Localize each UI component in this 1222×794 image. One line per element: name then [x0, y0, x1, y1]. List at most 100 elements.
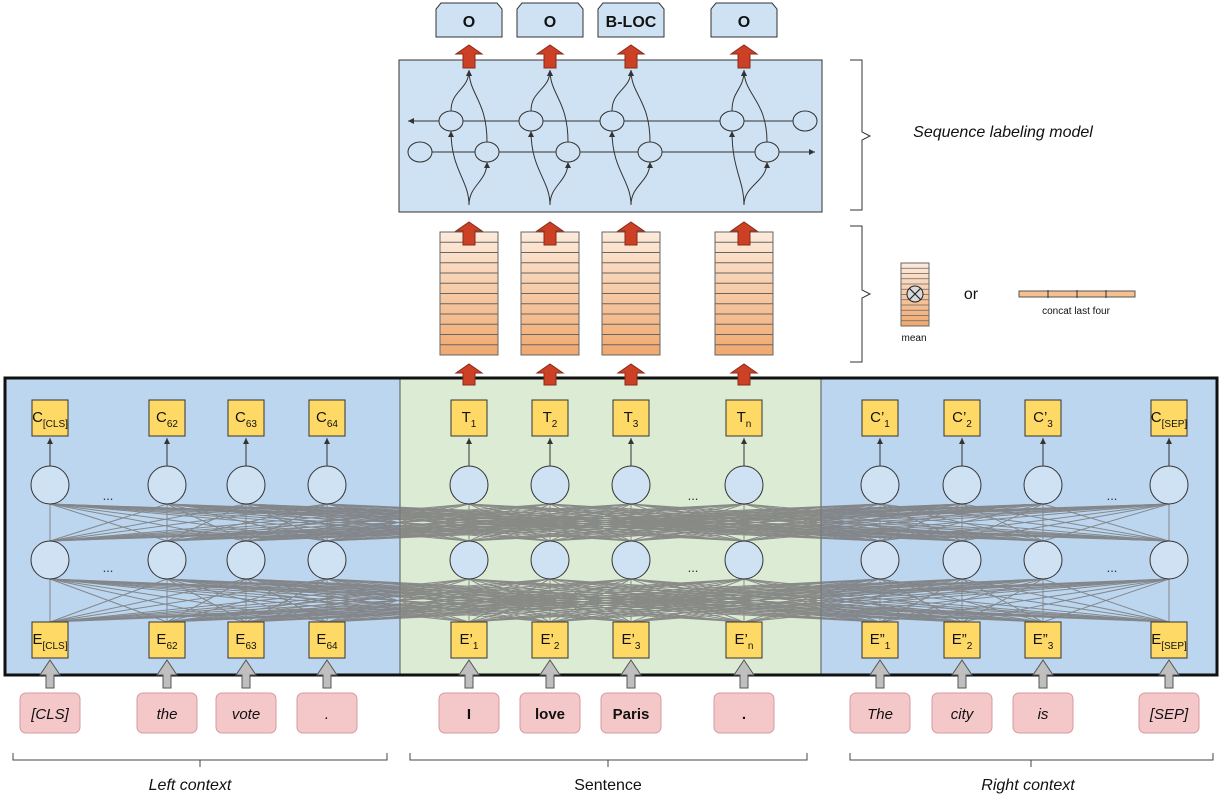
word-box: vote — [215, 692, 277, 734]
lstm-backward-node — [599, 110, 625, 132]
svg-text:C63: C63 — [235, 409, 257, 430]
svg-text:E64: E64 — [316, 631, 338, 652]
word-text: I — [467, 706, 471, 723]
svg-text:E”3: E”3 — [1033, 631, 1054, 652]
word-box: The — [849, 692, 911, 734]
top-token-box: C’2 — [943, 399, 981, 437]
word-box: I — [438, 692, 500, 734]
input-arrow — [1158, 659, 1180, 689]
lower-transformer-node — [942, 540, 982, 580]
embedding-brace — [850, 225, 872, 363]
lstm-forward-node — [754, 141, 780, 163]
bottom-token-box: E”2 — [943, 621, 981, 659]
upper-transformer-node — [724, 465, 764, 505]
svg-text:C[CLS]: C[CLS] — [32, 409, 68, 430]
svg-text:E”1: E”1 — [870, 631, 891, 652]
svg-text:E’2: E’2 — [541, 631, 560, 652]
lower-transformer-node — [611, 540, 651, 580]
upper-transformer-node — [449, 465, 489, 505]
input-arrow — [458, 659, 480, 689]
upper-transformer-node — [1023, 465, 1063, 505]
word-text: love — [535, 706, 565, 723]
top-token-box: T2 — [531, 399, 569, 437]
bilstm-graph — [407, 69, 818, 206]
word-text: [SEP] — [1149, 706, 1189, 723]
word-box: [CLS] — [19, 692, 81, 734]
word-text: city — [951, 706, 975, 723]
ellipsis: ... — [688, 488, 699, 503]
input-arrow — [951, 659, 973, 689]
mean-icon — [900, 262, 930, 327]
svg-text:C[SEP]: C[SEP] — [1151, 409, 1188, 430]
upper-transformer-node — [942, 465, 982, 505]
lower-transformer-node — [147, 540, 187, 580]
top-token-box: T3 — [612, 399, 650, 437]
svg-text:C64: C64 — [316, 409, 338, 430]
input-arrow — [235, 659, 257, 689]
upper-transformer-node — [307, 465, 347, 505]
word-box: is — [1012, 692, 1074, 734]
ellipses: .................. — [103, 488, 1118, 575]
top-token-box: C’3 — [1024, 399, 1062, 437]
lstm-forward-node — [637, 141, 663, 163]
lower-transformer-node — [1149, 540, 1189, 580]
mean-label: mean — [901, 333, 926, 344]
red-arrow — [729, 363, 759, 386]
svg-text:C’2: C’2 — [952, 409, 972, 430]
embedding-stack — [439, 231, 499, 356]
embedding-stacks — [439, 231, 774, 356]
ellipsis: ... — [1107, 488, 1118, 503]
right-context-bracket — [849, 753, 1214, 767]
lower-transformer-node — [860, 540, 900, 580]
top-token-box: C[CLS] — [31, 399, 69, 437]
word-text: [CLS] — [30, 706, 69, 723]
lstm-backward-node — [518, 110, 544, 132]
red-arrow — [535, 44, 565, 69]
word-box: the — [136, 692, 198, 734]
upper-transformer-node — [530, 465, 570, 505]
bottom-token-box: E”1 — [861, 621, 899, 659]
upper-transformer-node — [30, 465, 70, 505]
top-token-box: C63 — [227, 399, 265, 437]
sentence-label: Sentence — [574, 777, 642, 794]
upper-transformer-node — [147, 465, 187, 505]
word-text: is — [1038, 706, 1049, 723]
output-tag: B-LOC — [597, 2, 665, 38]
word-text: the — [157, 706, 178, 723]
lower-transformer-node — [449, 540, 489, 580]
svg-text:E63: E63 — [235, 631, 257, 652]
svg-text:T1: T1 — [462, 409, 477, 430]
red-arrow — [616, 221, 646, 246]
bottom-token-box: E[CLS] — [31, 621, 69, 659]
lstm-forward-node — [474, 141, 500, 163]
red-arrow — [454, 363, 484, 386]
lower-transformer-node — [1023, 540, 1063, 580]
word-box: city — [931, 692, 993, 734]
svg-text:E”2: E”2 — [952, 631, 973, 652]
svg-text:E’n: E’n — [735, 631, 754, 652]
input-arrow — [156, 659, 178, 689]
upper-transformer-node — [1149, 465, 1189, 505]
top-token-box: C62 — [148, 399, 186, 437]
red-arrow — [616, 363, 646, 386]
svg-text:E’3: E’3 — [622, 631, 641, 652]
svg-text:O: O — [738, 14, 750, 31]
bottom-token-box: E’n — [725, 621, 763, 659]
bottom-token-box: E63 — [227, 621, 265, 659]
output-tag: O — [516, 2, 584, 38]
word-box: love — [519, 692, 581, 734]
lower-transformer-node — [30, 540, 70, 580]
word-box: [SEP] — [1138, 692, 1200, 734]
word-text: . — [325, 706, 329, 723]
input-arrow — [620, 659, 642, 689]
red-arrow — [454, 221, 484, 246]
svg-text:E[CLS]: E[CLS] — [32, 631, 67, 652]
lower-transformer-node — [724, 540, 764, 580]
bottom-token-box: E[SEP] — [1150, 621, 1188, 659]
sequence-model-brace — [850, 59, 872, 211]
embedding-stack — [520, 231, 580, 356]
